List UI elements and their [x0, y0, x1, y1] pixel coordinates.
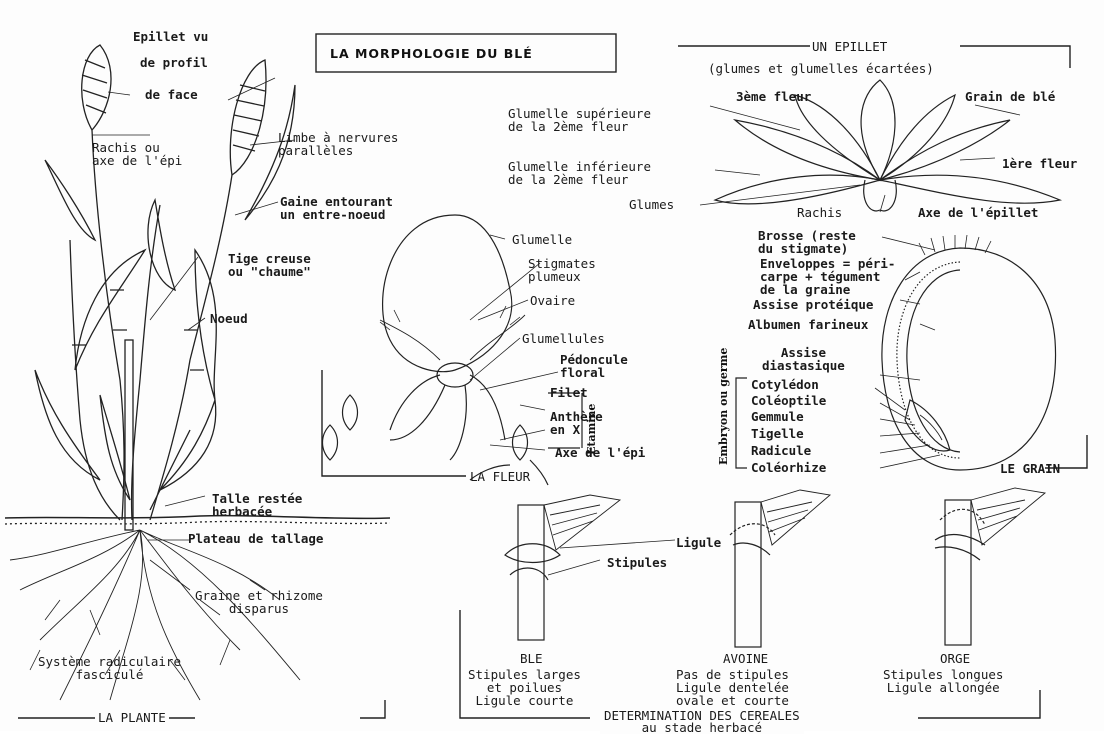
- label-tigelle: Tigelle: [751, 427, 804, 440]
- label-glumelle: Glumelle: [512, 233, 572, 246]
- cereal-name-orge: ORGE: [940, 652, 970, 665]
- caption-plante: LA PLANTE: [95, 711, 169, 724]
- label-brosse: Brosse (reste du stigmate): [758, 229, 856, 255]
- label-de-profil: de profil: [140, 56, 208, 69]
- label-systeme: Système radiculaire fasciculé: [38, 655, 181, 681]
- label-glumellules: Glumellules: [522, 332, 605, 345]
- label-glumes: Glumes: [629, 198, 674, 211]
- label-embryon: Embryon ou germe: [717, 348, 730, 465]
- label-noeud: Noeud: [210, 312, 248, 325]
- label-glumelle-inferieure: Glumelle inférieure de la 2ème fleur: [508, 160, 651, 186]
- label-de-face: de face: [145, 88, 198, 101]
- label-graine: Graine et rhizome disparus: [195, 589, 323, 615]
- subcaption-epillet: (glumes et glumelles écartées): [708, 62, 934, 75]
- label-ovaire: Ovaire: [530, 294, 575, 307]
- caption-grain: LE GRAIN: [1000, 462, 1060, 475]
- label-epillet-vu: Epillet vu: [133, 30, 208, 43]
- label-grain-de-ble: Grain de blé: [965, 90, 1055, 103]
- label-assise-diastasique: Assise diastasique: [762, 346, 845, 372]
- label-plateau: Plateau de tallage: [188, 532, 323, 545]
- label-coleorhize: Coléorhize: [751, 461, 826, 474]
- cereal-desc-avoine: Pas de stipules Ligule dentelée ovale et…: [676, 668, 789, 707]
- label-pedoncule: Pédoncule floral: [560, 353, 628, 379]
- label-enveloppes: Enveloppes = péri- carpe + tégument de l…: [760, 257, 895, 296]
- label-axe-epillet: Axe de l'épillet: [918, 206, 1038, 219]
- label-coleoptile: Coléoptile: [751, 394, 826, 407]
- label-1ere-fleur: 1ère fleur: [1002, 157, 1077, 170]
- cereal-desc-ble: Stipules larges et poilues Ligule courte: [468, 668, 581, 707]
- label-ligule: Ligule: [676, 536, 721, 549]
- label-talle: Talle restée herbacée: [212, 492, 302, 518]
- cereal-name-avoine: AVOINE: [723, 652, 768, 665]
- label-stigmates: Stigmates plumeux: [528, 257, 596, 283]
- label-gemmule: Gemmule: [751, 410, 804, 423]
- caption-cereales: DETERMINATION DES CEREALES au stade herb…: [600, 710, 804, 734]
- label-stipules: Stipules: [607, 556, 667, 569]
- cereal-desc-orge: Stipules longues Ligule allongée: [883, 668, 1003, 694]
- page-title: LA MORPHOLOGIE DU BLÉ: [330, 46, 533, 61]
- label-rachis-epillet: Rachis: [797, 206, 842, 219]
- label-glumelle-superieure: Glumelle supérieure de la 2ème fleur: [508, 107, 651, 133]
- label-limbe: Limbe à nervures parallèles: [278, 131, 398, 157]
- label-axe-epi: Axe de l'épi: [555, 446, 645, 459]
- cereal-name-ble: BLE: [520, 652, 543, 665]
- label-albumen: Albumen farineux: [748, 318, 868, 331]
- label-radicule: Radicule: [751, 444, 811, 457]
- label-3eme-fleur: 3ème fleur: [736, 90, 811, 103]
- label-filet: Filet: [550, 386, 588, 399]
- label-assise-proteique: Assise protéique: [753, 298, 873, 311]
- label-cotyledon: Cotylédon: [751, 378, 819, 391]
- label-gaine: Gaine entourant un entre-noeud: [280, 195, 393, 221]
- caption-epillet: UN EPILLET: [812, 40, 887, 53]
- label-tige: Tige creuse ou "chaume": [228, 252, 311, 278]
- caption-fleur: LA FLEUR: [470, 470, 530, 483]
- label-rachis: Rachis ou axe de l'épi: [92, 141, 182, 167]
